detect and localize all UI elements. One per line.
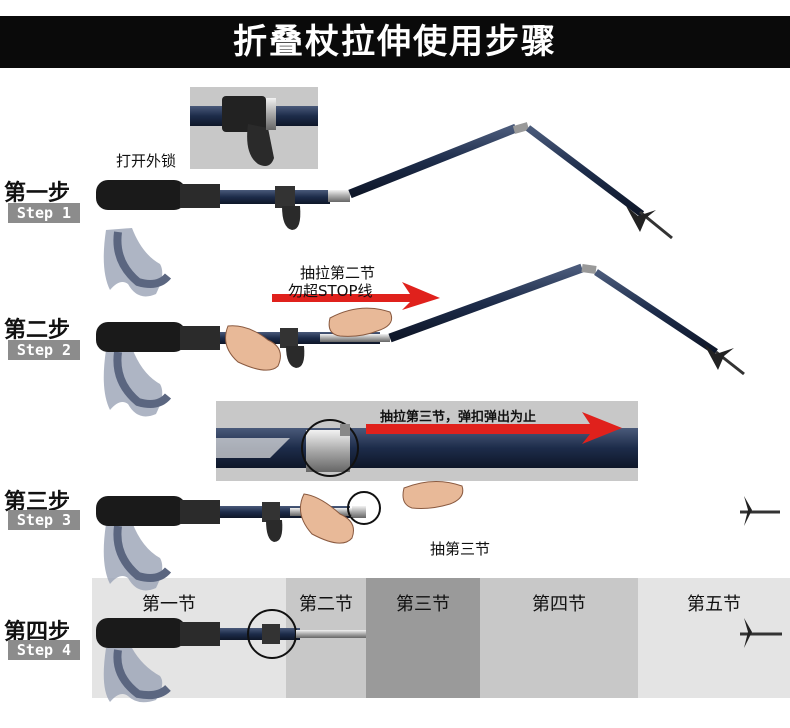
step-4-badge: Step 4 xyxy=(8,640,80,660)
step-1-badge: Step 1 xyxy=(8,203,80,223)
step-2-caption-line2: 勿超STOP线 xyxy=(288,282,373,300)
section-label: 第二节 xyxy=(299,594,353,615)
section-band-4: 第四节 xyxy=(480,578,638,698)
stop-line-closeup-icon xyxy=(216,412,638,477)
page-title: 折叠杖拉伸使用步骤 xyxy=(0,16,790,68)
step-2-badge: Step 2 xyxy=(8,340,80,360)
step-1-label: 第一步 xyxy=(4,181,71,206)
step-3-caption: 抽第三节 xyxy=(430,540,491,558)
section-band-3: 第三节 xyxy=(366,578,480,698)
section-label: 第四节 xyxy=(532,594,586,615)
step-3-badge: Step 3 xyxy=(8,510,80,530)
section-label: 第三节 xyxy=(396,594,450,615)
pole-step-4 xyxy=(96,609,782,703)
pole-step-2 xyxy=(96,263,745,417)
section-label: 第一节 xyxy=(142,594,196,615)
step-3-inset-caption: 抽拉第三节，弹扣弹出为止 xyxy=(380,410,537,425)
step-1-caption: 打开外锁 xyxy=(116,152,177,170)
step-2-label: 第二步 xyxy=(4,318,71,343)
pole-step-1 xyxy=(96,122,673,297)
section-label: 第五节 xyxy=(687,594,741,615)
step-2-caption-line1: 抽拉第二节 xyxy=(300,264,376,282)
lock-closeup-icon xyxy=(190,96,318,166)
pole-step-3 xyxy=(96,481,780,591)
section-band-5: 第五节 xyxy=(638,578,790,698)
